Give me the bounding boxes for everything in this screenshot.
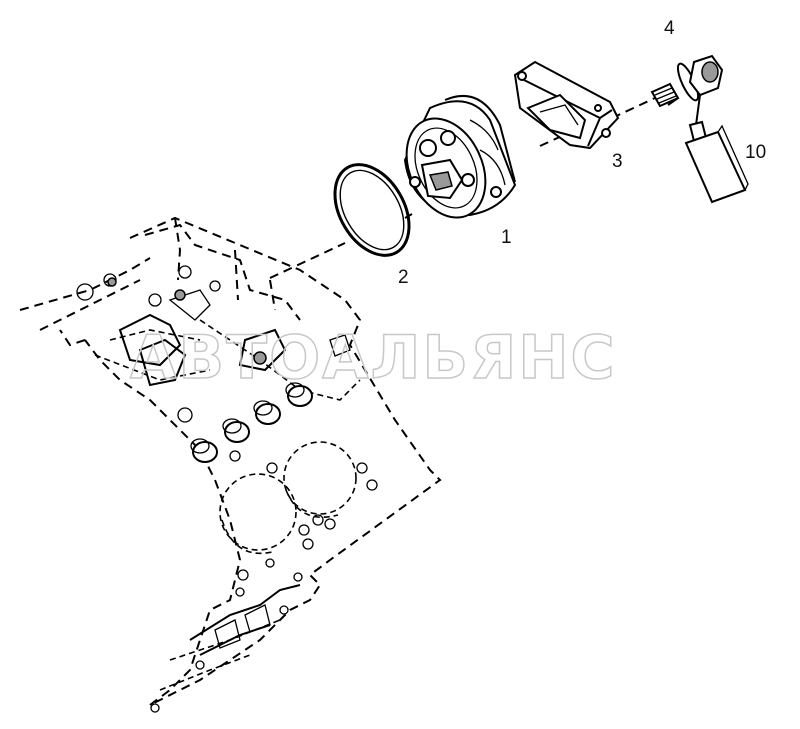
callout-part-10: 10	[745, 142, 766, 163]
connector-part-10	[684, 94, 749, 204]
callout-part-3: 3	[612, 151, 623, 172]
sensor-part-4	[650, 54, 724, 108]
housing-part-1	[403, 95, 517, 219]
callout-part-4: 4	[664, 18, 675, 39]
watermark-text: АВТОАЛЬЯНС	[130, 323, 617, 393]
engine-block	[19, 216, 442, 713]
assembly-axis-lower	[269, 242, 346, 279]
callout-part-2: 2	[398, 267, 409, 288]
assembly-axis-upper	[611, 97, 656, 119]
o-ring-part-2	[333, 163, 411, 257]
cover-part-3	[513, 60, 620, 150]
callout-part-1: 1	[501, 227, 512, 248]
